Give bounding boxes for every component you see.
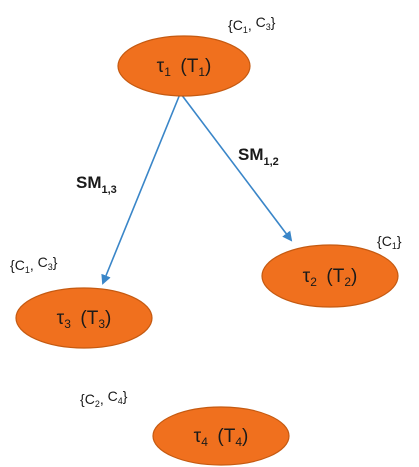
node-t1-constraint-set: {C1, C3} [228, 14, 276, 35]
node-t3: τ3 (T3) {C1, C3} [10, 254, 153, 349]
edge-t1-t3-arrow [101, 93, 181, 285]
node-t2: τ2 (T2) {C1} [261, 233, 402, 308]
node-t1: τ1 (T1) {C1, C3} [117, 14, 276, 97]
edge-t1-t3-label: SM1,3 [76, 173, 117, 196]
nodes-layer: τ1 (T1) {C1, C3} τ2 (T2) {C1} τ3 (T3) {C1, C3… [10, 14, 402, 466]
edge-t1-t2-label: SM1,2 [238, 145, 279, 168]
node-t3-label: τ3 (T3) [57, 308, 112, 331]
node-t2-label: τ2 (T2) [303, 266, 358, 289]
node-t4-constraint-set: {C2, C4} [80, 388, 128, 409]
edges-layer: SM1,3 SM1,2 [76, 93, 293, 285]
node-t3-constraint-set: {C1, C3} [10, 254, 58, 275]
node-t1-label: τ1 (T1) [157, 56, 212, 79]
node-t4-ellipse [152, 406, 290, 466]
node-t4-label: τ4 (T4) [194, 426, 249, 449]
edge-t1-t2-arrow [180, 93, 293, 242]
node-t2-constraint-set: {C1} [377, 233, 402, 251]
node-t1-ellipse [117, 35, 251, 97]
node-t4: τ4 (T4) {C2, C4} [80, 388, 290, 466]
node-t3-ellipse [15, 287, 153, 349]
node-t2-ellipse [261, 244, 399, 308]
